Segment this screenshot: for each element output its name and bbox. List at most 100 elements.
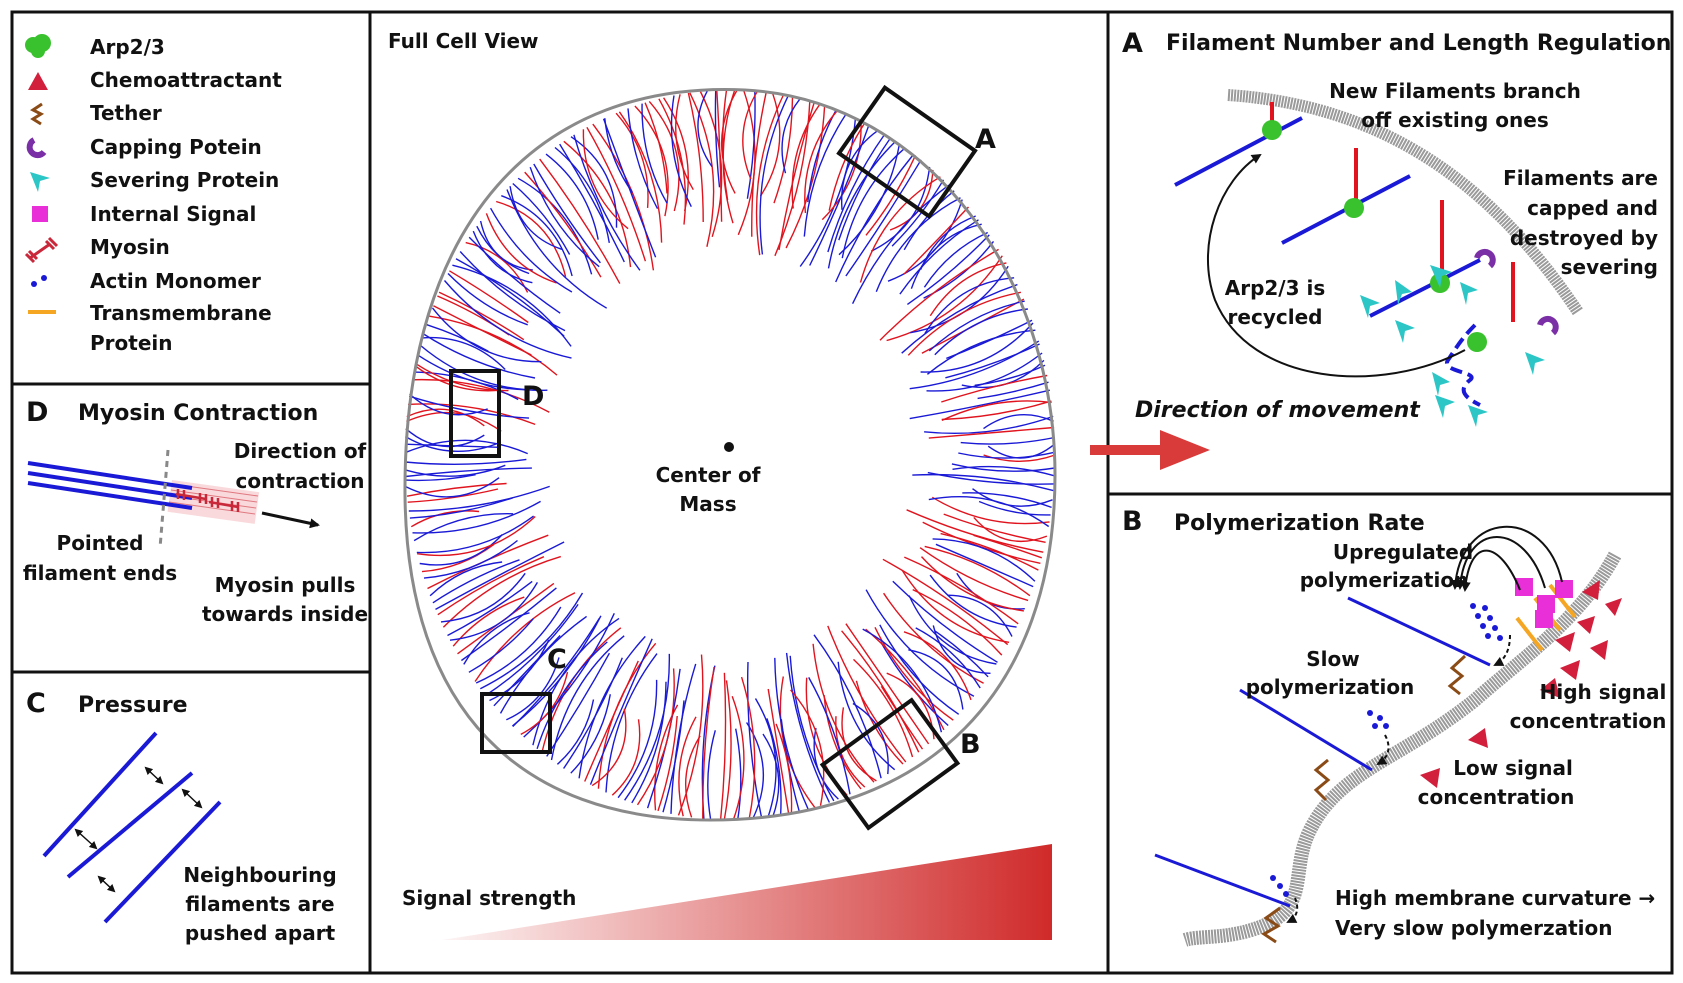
actin-filament [912, 588, 1003, 656]
actin-filament [835, 716, 866, 788]
legend: Arp2/3 Chemoattractant Tether Capping Po… [24, 34, 282, 355]
internal-signals [1515, 578, 1573, 628]
actin-filament [459, 251, 566, 332]
actin-filament [813, 634, 882, 779]
actin-filament [523, 613, 615, 738]
actin-filament [928, 495, 1050, 528]
low-signal-label-2: concentration [1418, 785, 1575, 809]
actin-filament [903, 206, 970, 275]
panel-title: Filament Number and Length Regulation [1166, 31, 1671, 56]
recycling-arrow [1207, 153, 1466, 378]
actin-filament [722, 89, 736, 224]
direction-label-2: contraction [235, 469, 364, 493]
actin-filament [570, 694, 611, 774]
legend-label: Transmembrane [90, 301, 272, 325]
actin-filament [408, 395, 530, 419]
actin-filament [408, 485, 550, 512]
actin-filament [962, 492, 1052, 509]
membrane-segment [1227, 89, 1583, 316]
actin-filament [443, 280, 572, 359]
actin-filament [416, 515, 535, 554]
actin-filament [684, 735, 701, 818]
actin-filament [926, 352, 1043, 392]
high-signal-label-2: concentration [1510, 709, 1667, 733]
actin-filament [823, 695, 862, 790]
actin-filament [618, 111, 663, 243]
actin-filament [773, 96, 794, 204]
actin-filament [431, 307, 542, 363]
severing-proteins [1360, 265, 1545, 427]
actin-filament [541, 627, 622, 753]
actin-filament [983, 414, 1054, 430]
actin-filament [926, 329, 1036, 375]
panel-d: D Myosin Contraction Direction of contra… [23, 397, 368, 626]
actin-filament [605, 653, 658, 793]
actin-filament [699, 91, 723, 238]
actin-filament [909, 389, 1050, 420]
recycle-label-2: recycled [1228, 305, 1323, 329]
actin-filament [429, 561, 503, 597]
panel-letter: D [26, 397, 48, 428]
actin-filament [901, 283, 1018, 354]
actin-filament [902, 570, 1010, 643]
actin-filament [973, 516, 1048, 543]
magenta-square-icon [32, 206, 48, 222]
actin-filament [433, 305, 532, 356]
signal-arrows [1286, 525, 1563, 923]
branch-label: New Filaments branch [1329, 79, 1581, 103]
actin-filament [465, 241, 529, 293]
actin-filament [931, 496, 1050, 525]
actin-filament [475, 606, 562, 684]
actin-filament [928, 426, 1055, 439]
panel-title: Myosin Contraction [78, 401, 318, 426]
actin-filament [586, 126, 647, 262]
actin-filament [919, 215, 976, 270]
actin-filament [941, 400, 1052, 422]
actin-filament [934, 630, 989, 678]
chemoattractants [1420, 580, 1622, 788]
actin-filament [589, 638, 653, 785]
actin-filament [631, 681, 667, 804]
actin-filament [422, 336, 506, 370]
movement-arrow [1090, 430, 1210, 470]
actin-filament [411, 378, 550, 413]
actin-filament [909, 340, 1040, 390]
actin-filament [611, 719, 641, 796]
actin-filament [615, 112, 649, 208]
upregulated-label-2: polymerization [1300, 568, 1469, 592]
panel-c: C Pressure Neighbouring filaments are pu… [26, 688, 337, 945]
actin-filament [597, 642, 657, 789]
actin-filament [865, 155, 917, 236]
actin-filament [740, 676, 756, 820]
actin-filament [419, 534, 503, 566]
actin-filament [617, 679, 658, 799]
pressure-filaments [42, 731, 222, 924]
pressure-note: Neighbouring [183, 863, 336, 887]
actin-filament [485, 213, 557, 284]
actin-filament [731, 695, 745, 821]
actin-filament [573, 134, 641, 271]
actin-filament [404, 439, 528, 455]
arp23-complexes [1262, 120, 1487, 352]
actin-filament [973, 534, 1043, 559]
actin-filament [405, 474, 476, 482]
legend-item-transmembrane: Transmembrane Protein [28, 301, 272, 355]
actin-filament [426, 323, 489, 352]
actin-filament [929, 574, 1017, 628]
actin-filament [775, 723, 793, 814]
actin-filament [405, 458, 527, 465]
myosin-pull-label: Myosin pulls [215, 573, 356, 597]
upregulated-label: Upregulated [1333, 540, 1473, 564]
legend-label: Tether [90, 101, 162, 125]
signal-strength-label: Signal strength [402, 886, 576, 910]
actin-filament [945, 343, 1040, 379]
branch-label-2: off existing ones [1361, 108, 1549, 132]
center-of-mass-dot [724, 442, 734, 452]
actin-filament [899, 219, 979, 295]
actin-filament [512, 182, 571, 255]
actin-filament [920, 556, 1024, 612]
actin-filament [862, 628, 943, 733]
actin-filament [924, 277, 1015, 334]
actin-filament [886, 255, 1003, 342]
center-of-mass-label-2: Mass [679, 492, 736, 516]
